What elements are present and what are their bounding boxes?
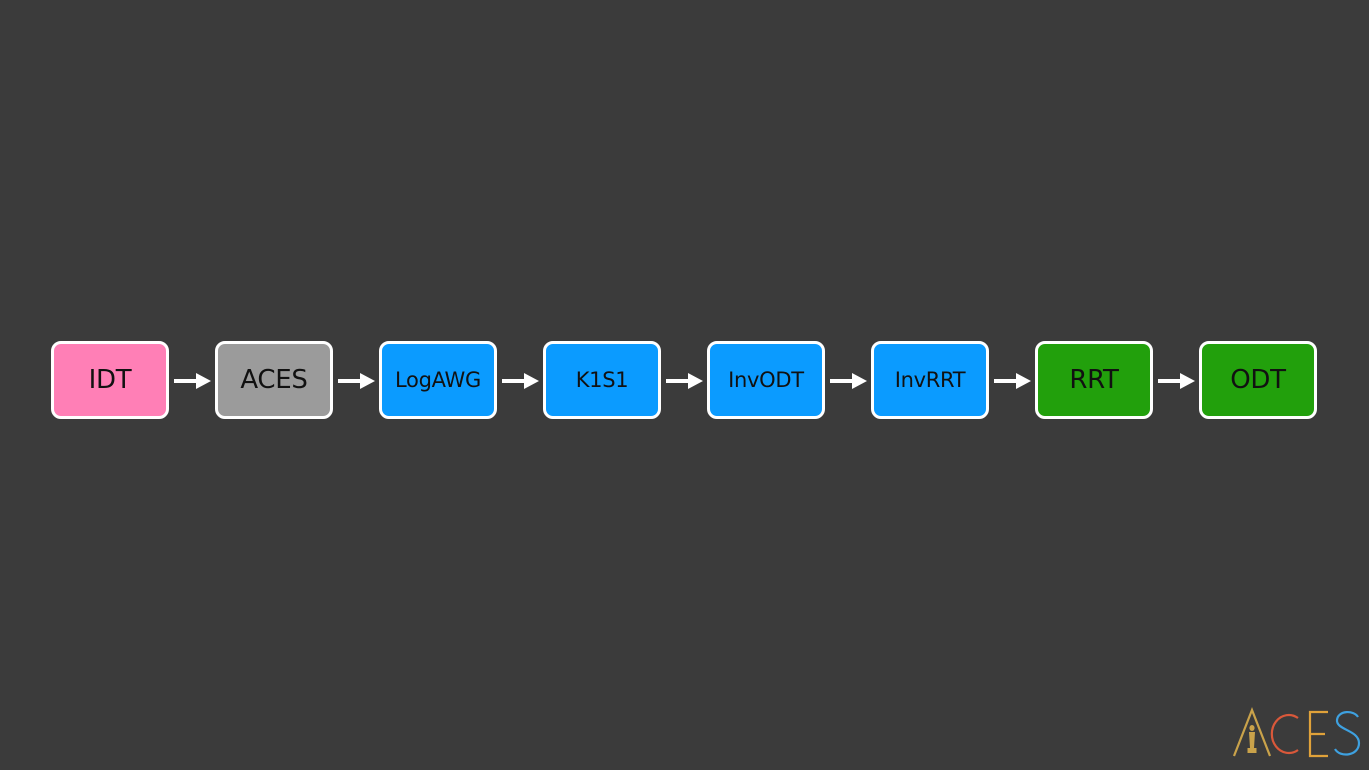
node-rrt: RRT — [1035, 341, 1153, 419]
aces-logo — [1232, 706, 1361, 758]
arrow-right-icon — [338, 373, 375, 389]
arrow-right-icon — [994, 373, 1031, 389]
arrow-right-icon — [502, 373, 539, 389]
node-k1s1: K1S1 — [543, 341, 661, 419]
arrow-right-icon — [174, 373, 211, 389]
arrow-right-icon — [830, 373, 867, 389]
node-odt: ODT — [1199, 341, 1317, 419]
node-invrrt: InvRRT — [871, 341, 989, 419]
node-idt: IDT — [51, 341, 169, 419]
arrow-right-icon — [1158, 373, 1195, 389]
node-invodt: InvODT — [707, 341, 825, 419]
node-logawg: LogAWG — [379, 341, 497, 419]
node-aces: ACES — [215, 341, 333, 419]
arrow-right-icon — [666, 373, 703, 389]
